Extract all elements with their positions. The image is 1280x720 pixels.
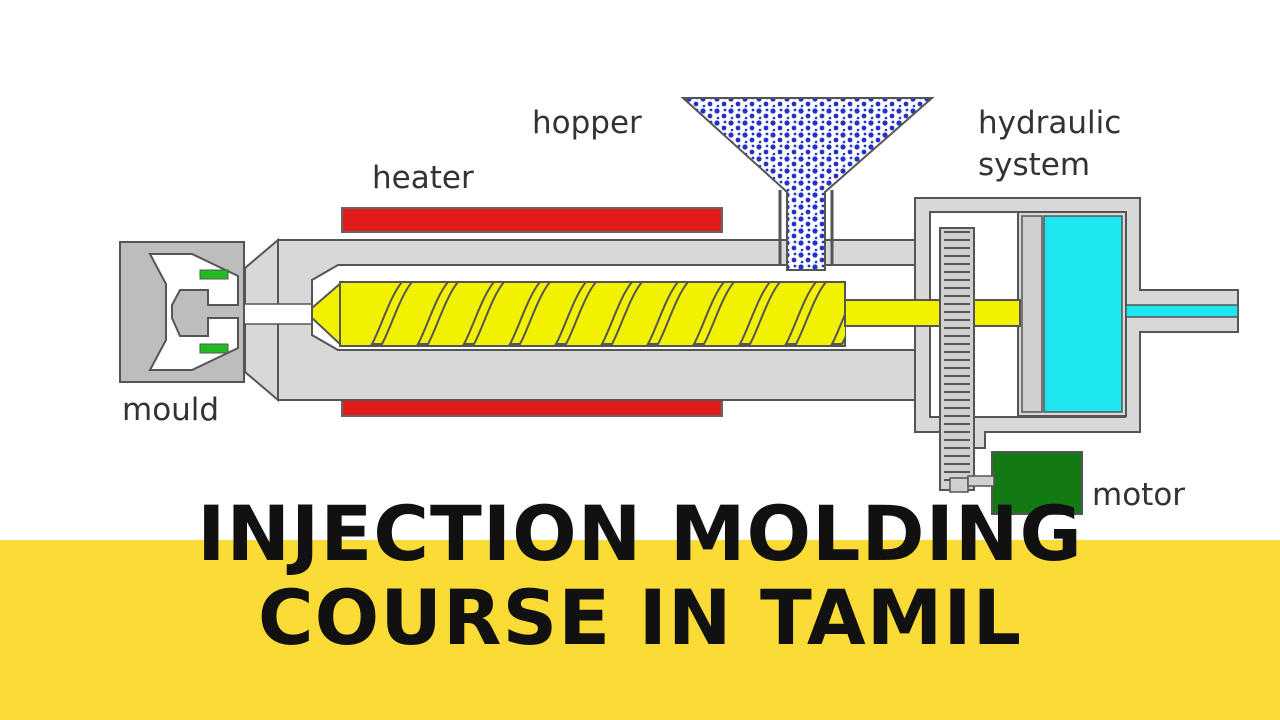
mould-label: mould — [122, 392, 219, 428]
screw-flights — [370, 281, 845, 345]
screw-rod — [844, 299, 1021, 327]
mould-cavity — [148, 253, 239, 371]
hydraulic-fluid — [1043, 215, 1123, 413]
screw-flight — [370, 281, 415, 345]
hopper — [680, 97, 935, 271]
heater-top — [341, 207, 723, 233]
hydraulic-label-line2: system — [978, 147, 1090, 183]
screw-flight — [600, 281, 645, 345]
hydraulic-label-line1: hydraulic — [978, 105, 1121, 141]
screw-flight — [462, 281, 507, 345]
piston — [1021, 215, 1043, 413]
screw-flight — [784, 281, 829, 345]
title-line-2: COURSE IN TAMIL — [257, 573, 1023, 662]
mould-pin-bottom — [199, 343, 229, 354]
hopper-label: hopper — [532, 105, 642, 141]
video-title: INJECTION MOLDING COURSE IN TAMIL — [0, 492, 1280, 660]
title-banner — [0, 540, 1280, 720]
motor — [991, 451, 1083, 515]
heater-label: heater — [372, 160, 474, 196]
screw-flight — [646, 281, 691, 345]
gear-teeth — [944, 231, 970, 481]
hydraulic-pipe — [1125, 304, 1239, 318]
screw-flight — [508, 281, 553, 345]
screw-flight — [692, 281, 737, 345]
screw-flight — [830, 311, 845, 345]
screw-flight — [416, 281, 461, 345]
screw-flight — [738, 281, 783, 345]
mould-pin-top — [199, 269, 229, 280]
motor-label: motor — [1092, 477, 1185, 513]
title-line-1: INJECTION MOLDING — [197, 489, 1083, 578]
screw-flight — [554, 281, 599, 345]
